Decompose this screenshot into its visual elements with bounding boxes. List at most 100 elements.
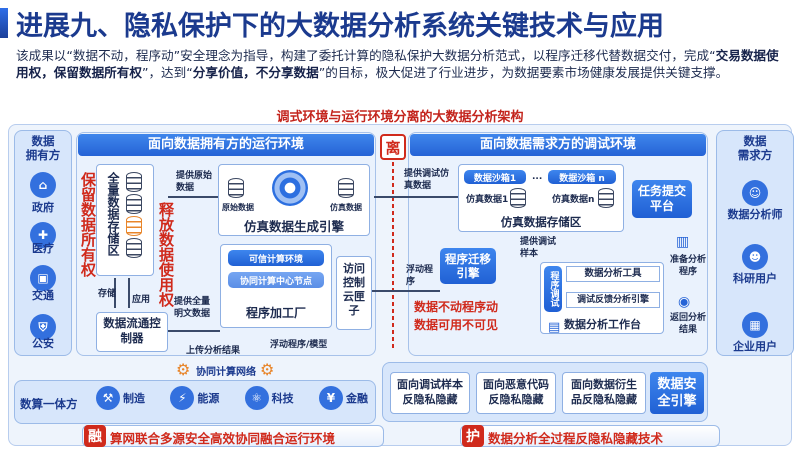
data-demand-title: 数据 需求方 (737, 134, 773, 162)
gear-icon: ⚙ (176, 360, 191, 379)
footer-hu-bar (460, 425, 720, 447)
sandbox-n: 数据沙箱 n (548, 170, 616, 184)
industry-finance: ¥金融 (318, 386, 368, 410)
database-icon (510, 188, 526, 212)
analysis-tool-chip: 数据分析工具 (566, 266, 660, 282)
release-usage-label: 释放数据使用权 (157, 202, 175, 307)
sim-to-sandbox-arrow (374, 196, 458, 198)
intro-text-2: ”，达到“ (141, 65, 193, 80)
intro-text-3: ”的目标，极大促进了行业进步，为数据要素市场健康发展提供关键支撑。 (318, 65, 729, 80)
database-icon (228, 178, 244, 202)
migration-engine: 程序迁移引擎 (440, 248, 496, 284)
chart-icon: ▥ (676, 234, 690, 250)
sandbox-ellipsis: ... (532, 172, 543, 182)
government-icon: ⌂ (30, 172, 56, 198)
flow-controller-box (96, 312, 168, 352)
sim-store-label: 仿真数据存储区 (500, 215, 582, 229)
intro-paragraph: 该成果以“数据不动，程序动”安全理念为指导，构建了委托计算的隐私保护大数据分析范… (16, 47, 786, 81)
intro-text-1: 该成果以“数据不动，程序动”安全理念为指导，构建了委托计算的隐私保护大数据分析范… (16, 48, 716, 63)
database-icon (338, 178, 354, 202)
sim-data-label: 仿真数据 (330, 203, 362, 212)
owner-env-header: 面向数据拥有方的运行环境 (78, 134, 374, 156)
separation-line (392, 162, 394, 350)
slogan-usable-invisible: 数据可用不可见 (414, 318, 499, 332)
flow-controller-label: 数据流通控制器 (103, 316, 161, 345)
access-control-label: 访问控制云匣子 (343, 262, 365, 317)
workbench-label: 数据分析工作台 (564, 318, 641, 331)
privacy-sample: 面向调试样本反隐私隐藏 (390, 372, 470, 414)
industry-energy: ⚡能源 (170, 386, 219, 410)
demand-analyst: 数据分析师 (727, 208, 783, 221)
clipboard-icon: ▤ (548, 320, 561, 335)
energy-icon: ⚡ (170, 386, 195, 410)
database-icon (598, 188, 614, 212)
apply-arrow (128, 278, 130, 308)
enterprise-icon: ▦ (742, 312, 768, 338)
gear-icon: ⚙ (260, 360, 275, 379)
footer-rong-bar (82, 425, 384, 447)
police-icon: ⛨ (30, 314, 56, 340)
owner-police: 公安 (32, 337, 54, 350)
cross-net-label: 协同计算网络 (196, 367, 256, 378)
sim-engine-label: 仿真数据生成引擎 (243, 219, 344, 234)
provide-raw-arrow (168, 196, 218, 198)
provide-sim-label: 提供调试仿真数据 (404, 169, 450, 191)
apply-label: 应用 (132, 295, 151, 305)
collab-node-chip: 协同计算中心节点 (228, 272, 324, 288)
program-factory-label: 程序加工厂 (245, 306, 306, 320)
return-result-label: 返回分析结果 (670, 313, 707, 335)
float-program-label: 浮动程序 (406, 265, 434, 287)
separation-badge: 离 (380, 134, 406, 160)
privacy-malicious: 面向恶意代码反隐私隐藏 (476, 372, 556, 414)
analyst-icon: ☺ (742, 180, 768, 206)
intro-bold-2: 分享价值，不分享数据 (192, 65, 319, 80)
generator-swirl-icon (272, 170, 308, 206)
traffic-icon: ▣ (30, 265, 56, 291)
retain-ownership-label: 保留数据所有权 (79, 172, 97, 277)
owner-medical: 医疗 (32, 242, 54, 255)
integration-items: ⚒制造 ⚡能源 ⚛科技 ¥金融 (96, 386, 368, 410)
industry-tech: ⚛科技 (244, 386, 294, 410)
architecture-title: 调式环境与运行环境分离的大数据分析架构 (276, 110, 524, 125)
title-accent-bar (0, 8, 8, 38)
intro-bold-1: 交易数据使用权，保留数据所有权 (16, 48, 779, 80)
database-icon (126, 172, 142, 192)
database-icon (126, 238, 142, 258)
raw-data-label: 原始数据 (222, 203, 254, 212)
integration-panel (14, 380, 376, 424)
provide-sample-label: 提供调试样本 (520, 237, 557, 259)
data-security-engine: 数据安全引擎 (650, 372, 704, 414)
flow-to-factory-arrow (168, 330, 220, 332)
full-store-db-stack (126, 172, 142, 258)
owner-traffic: 交通 (32, 289, 54, 302)
access-control-box (336, 256, 372, 330)
demand-env-header: 面向数据需求方的调试环境 (410, 134, 706, 156)
prepare-program-label: 准备分析程序 (670, 255, 707, 277)
full-data-store-label: 全量数据存储区 (106, 172, 120, 256)
float-program-model-label: 浮动程序/模型 (270, 340, 328, 350)
hu-badge: 护 (462, 425, 484, 447)
slogan-program-moves: 数据不动程序动 (414, 300, 499, 314)
sim-data-1-label: 仿真数据1 (466, 195, 509, 205)
return-icon: ◉ (678, 294, 691, 310)
feedback-engine-chip: 调试反馈分析引擎 (566, 292, 660, 308)
data-owner-title: 数据 拥有方 (25, 134, 61, 162)
program-debug-chip: 程序调试 (544, 266, 562, 312)
owner-government: 政府 (32, 201, 54, 214)
database-icon (126, 194, 142, 214)
store-label: 存储 (98, 289, 117, 299)
store-arrow (114, 278, 116, 308)
page-title: 进展九、隐私保护下的大数据分析系统关键技术与应用 (16, 11, 664, 42)
provide-full-label: 提供全量明文数据 (174, 297, 211, 319)
integration-label: 数算一体方 (20, 397, 78, 411)
finance-icon: ¥ (318, 386, 343, 410)
provide-raw-label: 提供原始数据 (176, 171, 213, 193)
full-data-store (96, 164, 154, 276)
database-icon (126, 216, 142, 236)
sim-data-n-label: 仿真数据n (552, 195, 595, 205)
trusted-env-chip: 可信计算环境 (228, 250, 324, 266)
rong-badge: 融 (84, 425, 106, 447)
sandbox-1: 数据沙箱1 (464, 170, 526, 184)
medical-icon: ✚ (30, 222, 56, 248)
task-submit-platform[interactable]: 任务提交平台 (632, 180, 692, 218)
